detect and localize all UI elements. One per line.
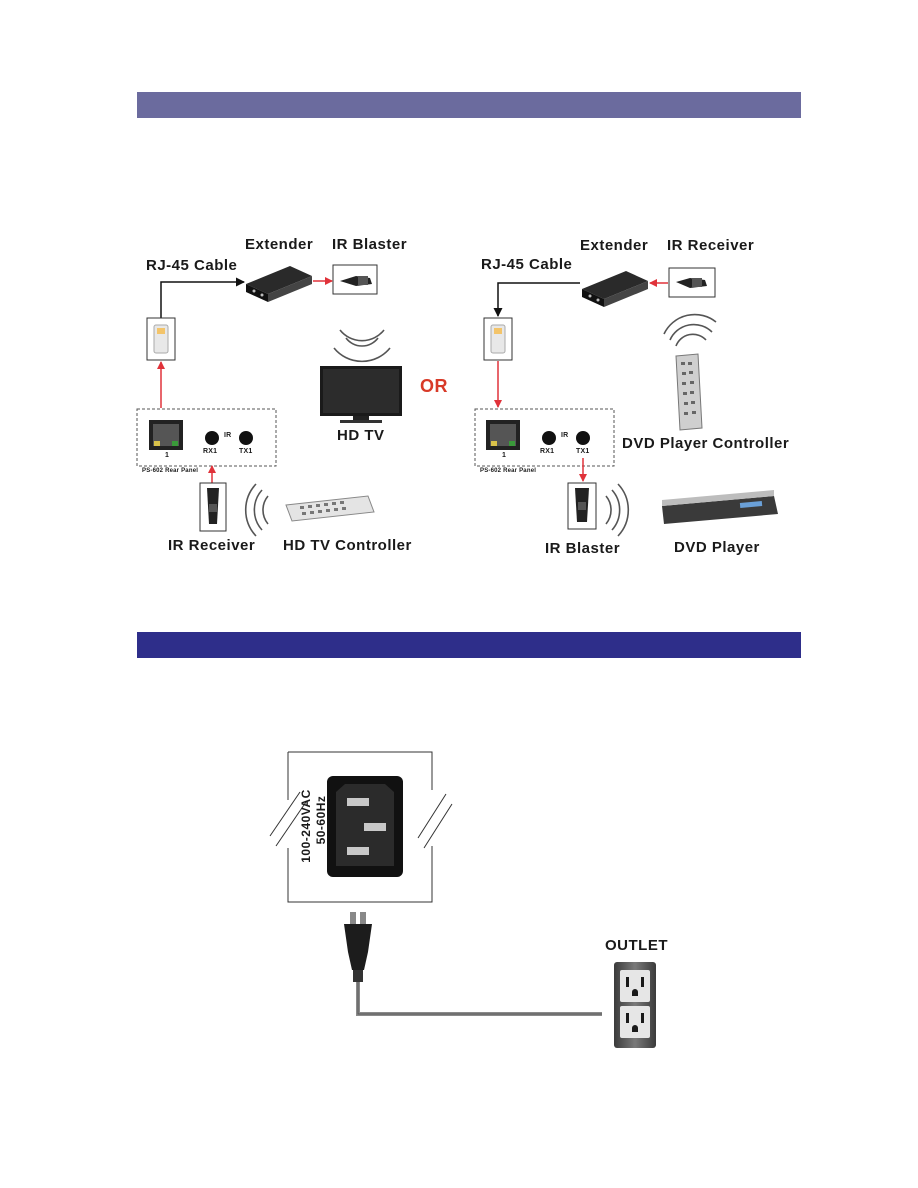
- dvd-signal-waves-icon: [605, 483, 630, 537]
- ir-receiver-label-right: IR Receiver: [667, 237, 755, 254]
- dvd-player-label: DVD Player: [674, 539, 760, 556]
- frequency-label: 50-60Hz: [314, 795, 328, 845]
- ir-receiver-icon-right: [668, 267, 716, 298]
- rear-panel-box-right: [474, 408, 615, 467]
- ir-signal-waves-icon: [244, 483, 269, 537]
- ir-blaster-icon-right: [567, 482, 597, 530]
- rx1-jack-icon: [205, 431, 219, 445]
- rx1-jack-icon-right: [542, 431, 556, 445]
- rx1-label: RX1: [203, 448, 218, 455]
- hd-tv-controller-label: HD TV Controller: [283, 537, 412, 554]
- rj45-cable-label: RJ-45 Cable: [146, 257, 238, 274]
- tv-signal-waves-icon: [333, 329, 391, 363]
- rj45-connector-icon-right: [483, 317, 513, 361]
- outlet-label: OUTLET: [605, 937, 668, 954]
- tx1-label: TX1: [239, 448, 253, 455]
- port-number-label-right: 1: [502, 452, 507, 459]
- rj45-connector-icon: [146, 317, 176, 361]
- rear-panel-box: [136, 408, 277, 467]
- ir-port-label: IR: [224, 432, 232, 439]
- port-number-label: 1: [165, 452, 170, 459]
- remote-signal-waves-icon: [663, 313, 717, 347]
- tx1-label-right: TX1: [576, 448, 590, 455]
- rj45-port-icon-right: [486, 420, 520, 450]
- rj45-port-icon: [149, 420, 183, 450]
- tv-remote-icon: [285, 495, 375, 522]
- rear-panel-label-right: PS-602 Rear Panel: [480, 468, 537, 474]
- wall-outlet-icon: [614, 962, 656, 1048]
- ir-receiver-icon: [199, 482, 227, 532]
- hd-tv-icon: [320, 366, 402, 423]
- voltage-label: 100-240VAC: [299, 789, 313, 863]
- ir-blaster-label-right: IR Blaster: [545, 540, 621, 557]
- power-panel-frame: [269, 751, 453, 903]
- ir-receiver-label: IR Receiver: [168, 537, 256, 554]
- dvd-player-icon: [662, 490, 778, 524]
- ir-port-label-right: IR: [561, 432, 569, 439]
- section-header-bar-bottom: [137, 632, 801, 658]
- power-cord: [356, 982, 602, 1016]
- tx1-jack-icon-right: [576, 431, 590, 445]
- ir-blaster-label: IR Blaster: [332, 236, 408, 253]
- tx1-jack-icon: [239, 431, 253, 445]
- or-label: OR: [420, 376, 448, 396]
- section-header-bar-top: [137, 92, 801, 118]
- extender-label-right: Extender: [580, 237, 649, 254]
- ir-blaster-icon: [332, 264, 378, 295]
- power-plug-icon: [344, 912, 372, 982]
- extender-label: Extender: [245, 236, 314, 253]
- extender-icon-right: [582, 271, 648, 307]
- extender-icon: [246, 266, 312, 302]
- rx1-label-right: RX1: [540, 448, 555, 455]
- dvd-remote-icon: [675, 353, 703, 431]
- rj45-cable-label-right: RJ-45 Cable: [481, 256, 573, 273]
- dvd-player-controller-label: DVD Player Controller: [622, 435, 790, 452]
- rear-panel-label: PS-602 Rear Panel: [142, 468, 199, 474]
- hd-tv-label: HD TV: [337, 427, 385, 444]
- ac-inlet-icon: [327, 776, 403, 877]
